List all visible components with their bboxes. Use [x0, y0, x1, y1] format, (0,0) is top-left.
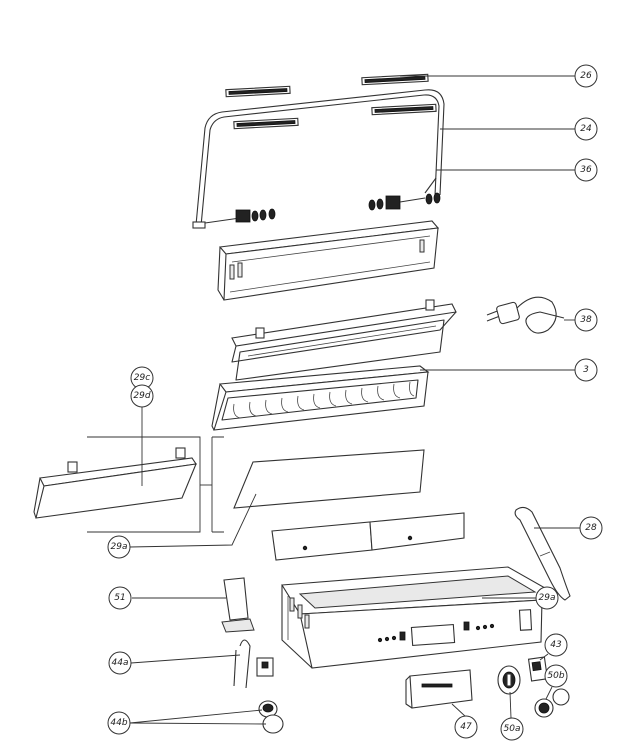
- callout-29d-label: 29d: [133, 391, 150, 401]
- callout-36: 36: [574, 158, 598, 182]
- scraper-tool: [514, 506, 571, 601]
- callout-43-label: 43: [550, 640, 562, 650]
- callout-26-label: 26: [580, 71, 592, 81]
- flat-plate: [233, 449, 425, 509]
- callout-50b: 50b: [544, 664, 568, 688]
- drip-tray: [405, 669, 473, 709]
- callout-50a: 50a: [500, 717, 524, 741]
- knob-washer: [534, 688, 570, 718]
- callout-50b-label: 50b: [547, 671, 564, 681]
- thermostat-probe: [233, 639, 274, 689]
- callout-44b-label: 44b: [110, 718, 127, 728]
- left-bracket-lines: [87, 436, 224, 533]
- callout-29d: 29d: [130, 384, 154, 408]
- callout-3-label: 3: [583, 365, 589, 375]
- callout-26: 26: [574, 64, 598, 88]
- callout-50a-label: 50a: [504, 724, 521, 734]
- hinge-assembly-left: [192, 208, 276, 229]
- callout-29c-label: 29c: [134, 373, 150, 383]
- power-cord: [486, 296, 565, 334]
- callout-44a: 44a: [108, 651, 132, 675]
- callout-43: 43: [544, 633, 568, 657]
- callout-47: 47: [454, 715, 478, 739]
- grip-strip-top-left: [225, 85, 291, 98]
- grease-scraper: [221, 577, 255, 633]
- callout-51: 51: [108, 586, 132, 610]
- upper-lid-housing: [217, 220, 440, 301]
- hinge-assembly-right: [368, 177, 441, 211]
- callout-29a-left-label: 29a: [111, 542, 128, 552]
- power-switch: [527, 656, 549, 682]
- upper-grill-plate: [211, 365, 430, 431]
- control-knob: [497, 665, 521, 695]
- grip-strip-mid-right: [371, 103, 437, 116]
- callout-44b: 44b: [107, 711, 131, 735]
- callout-44a-label: 44a: [112, 658, 129, 668]
- callout-24: 24: [574, 117, 598, 141]
- callout-38-label: 38: [580, 315, 592, 325]
- left-spare-plate: [33, 447, 197, 519]
- front-cover-panels: [271, 512, 465, 561]
- callout-38: 38: [574, 308, 598, 332]
- callout-29a-right: 29a: [535, 586, 559, 610]
- callout-29a-left: 29a: [107, 535, 131, 559]
- callout-24-label: 24: [580, 124, 592, 134]
- grip-strip-top-right: [361, 73, 429, 86]
- grill-base-body: [281, 566, 546, 669]
- rubber-feet: [258, 700, 284, 734]
- grip-strip-mid-left: [233, 117, 299, 130]
- callout-47-label: 47: [460, 722, 472, 732]
- callout-51-label: 51: [114, 593, 125, 603]
- callout-28: 28: [579, 516, 603, 540]
- inner-lid-frame: [231, 299, 457, 381]
- callout-29a-right-label: 29a: [539, 593, 556, 603]
- callout-36-label: 36: [580, 165, 592, 175]
- callout-3: 3: [574, 358, 598, 382]
- leader-lines: [129, 75, 580, 725]
- callout-28-label: 28: [585, 523, 597, 533]
